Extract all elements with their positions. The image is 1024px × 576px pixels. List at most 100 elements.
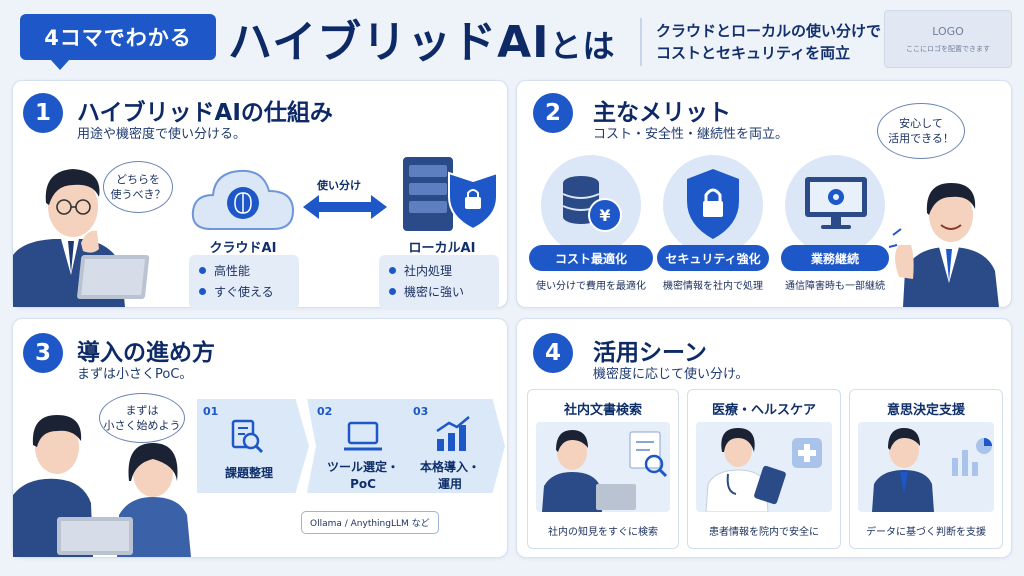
cloud-feature-item: すぐ使える (199, 282, 289, 303)
step-2-label: ツール選定・ PoC (313, 459, 413, 493)
local-feature-2: 機密に強い (404, 285, 465, 299)
panel-3-bubble-line2: 小さく始めよう (103, 419, 181, 432)
panel-1-speech-bubble: どちらを使うべき？ (103, 161, 173, 213)
panel-3: 3 導入の進め方 まずは小さくPoC。 まずは小さく始めよう 01 課題整理 0… (12, 318, 508, 558)
panel-1-bubble-line1: どちらを (116, 173, 160, 186)
scene-3-title: 意思決定支援 (886, 403, 965, 418)
bar-chart-icon (436, 416, 470, 451)
doctor-illustration (705, 428, 822, 512)
panel-1: 1 ハイブリッドAIの仕組み 用途や機密度で使い分ける。 どちらを使うべき？ ク… (12, 80, 508, 309)
page-title: ハイブリッドAIとは (228, 6, 616, 70)
step-2-arrow (307, 399, 419, 493)
merit-continuity-caption: 通信障害時も一部継続 (785, 281, 885, 292)
cloud-feature-list: 高性能 すぐ使える (189, 255, 299, 309)
panel-1-subtitle: 用途や機密度で使い分ける。 (77, 127, 247, 142)
logo-note: ここにロゴを配置できます (906, 45, 990, 53)
step-2-number: 02 (317, 405, 333, 418)
local-feature-1: 社内処理 (404, 264, 453, 278)
arrow-label: 使い分け (317, 179, 361, 192)
coins-yen-icon: ¥ (562, 176, 622, 232)
scene-1-caption: 社内の知見をすぐに検索 (548, 527, 658, 538)
tools-note: Ollama / AnythingLLM など (301, 511, 439, 534)
header-subtitle-line1: クラウドとローカルの使い分けで (656, 22, 882, 40)
step-2-label-line2: PoC (350, 477, 376, 491)
panel-4: 4 活用シーン 機密度に応じて使い分け。 社内文書検索 社内の知見をすぐに検索 … (516, 318, 1012, 558)
scene-3-caption: データに基づく判断を支援 (866, 527, 986, 538)
merit-cost-caption: 使い分けで費用を最適化 (536, 281, 646, 292)
panel-1-number: 1 (23, 93, 63, 133)
scene-card-healthcare: 医療・ヘルスケア 患者情報を院内で安全に (687, 389, 841, 549)
confident-businessman-illustration (889, 183, 999, 307)
panel-3-number: 3 (23, 333, 63, 373)
panel-2-speech-bubble: 安心して活用できる！ (877, 103, 965, 159)
logo-text: LOGO (932, 25, 964, 38)
bullet-dot (199, 288, 206, 295)
panel-1-title: ハイブリッドAIの仕組み (77, 100, 333, 126)
page-title-suffix: とは (549, 27, 616, 65)
svg-text:¥: ¥ (599, 206, 610, 225)
panel-2-subtitle: コスト・安全性・継続性を両立。 (593, 127, 789, 142)
scene-2-caption: 患者情報を院内で安全に (709, 527, 819, 538)
header-badge-text: 4コマでわかる (44, 26, 192, 50)
header-subtitle-line2: コストとセキュリティを両立 (656, 44, 851, 62)
panel-2-bubble-line1: 安心して (899, 117, 943, 130)
panel-2: 2 主なメリット コスト・安全性・継続性を両立。 安心して活用できる！ ¥ コス… (516, 80, 1012, 308)
header-subtitle: クラウドとローカルの使い分けで コストとセキュリティを両立 (656, 20, 881, 64)
merit-continuity-label: 業務継続 (781, 245, 889, 271)
step-1-number: 01 (203, 405, 219, 418)
scene-2-art (696, 422, 832, 512)
scene-1-art (536, 422, 670, 512)
bullet-dot (389, 267, 396, 274)
panel-2-title: 主なメリット (593, 100, 731, 126)
cloud-feature-item: 高性能 (199, 261, 289, 282)
team-working-illustration (13, 415, 191, 557)
scene-card-document-search: 社内文書検索 社内の知見をすぐに検索 (527, 389, 679, 549)
shield-lock-icon (687, 169, 739, 239)
panel-2-number: 2 (533, 93, 573, 133)
laptop-icon (344, 421, 382, 451)
document-search-icon (231, 419, 264, 454)
analyst-illustration (872, 428, 992, 512)
scene-3-art (858, 422, 994, 512)
panel-4-title: 活用シーン (593, 340, 707, 366)
logo-placeholder: LOGO ここにロゴを配置できます (884, 10, 1012, 68)
thinking-businessman-illustration (13, 169, 150, 307)
merit-security-label: セキュリティ強化 (657, 245, 769, 271)
office-worker-illustration (542, 430, 668, 512)
local-feature-item: 機密に強い (389, 282, 489, 303)
panel-3-bubble-line1: まずは (125, 404, 159, 417)
header-divider (640, 18, 642, 66)
scene-card-decision-support: 意思決定支援 データに基づく判断を支援 (849, 389, 1003, 549)
cloud-ai-icon (191, 169, 295, 230)
local-server-icon (403, 157, 498, 231)
step-3-label: 本格導入・ 運用 (407, 459, 493, 493)
bullet-dot (389, 288, 396, 295)
step-3-number: 03 (413, 405, 429, 418)
page-title-main: ハイブリッドAI (228, 17, 550, 68)
merit-cost-label: コスト最適化 (529, 245, 653, 271)
bullet-dot (199, 267, 206, 274)
step-2-label-line1: ツール選定・ (326, 460, 399, 474)
panel-4-subtitle: 機密度に応じて使い分け。 (593, 367, 749, 382)
cloud-ai-label: クラウドAI (209, 241, 277, 256)
scene-2-title: 医療・ヘルスケア (711, 403, 816, 418)
local-feature-item: 社内処理 (389, 261, 489, 282)
step-3-label-line1: 本格導入・ (419, 460, 480, 474)
scene-1-title: 社内文書検索 (563, 403, 642, 418)
local-feature-list: 社内処理 機密に強い (379, 255, 499, 309)
panel-1-bubble-line2: 使うべき？ (110, 188, 166, 201)
step-1-label: 課題整理 (224, 466, 273, 480)
merit-security-caption: 機密情報を社内で処理 (663, 281, 763, 292)
panel-2-bubble-line2: 活用できる！ (888, 132, 954, 145)
panel-4-number: 4 (533, 333, 573, 373)
double-arrow-icon (303, 195, 387, 219)
header-badge: 4コマでわかる (20, 14, 216, 70)
local-ai-label: ローカルAI (408, 241, 476, 256)
panel-3-speech-bubble: まずは小さく始めよう (99, 393, 185, 443)
monitor-gear-icon (805, 177, 867, 229)
cloud-feature-1: 高性能 (214, 264, 251, 278)
panel-3-subtitle: まずは小さくPoC。 (77, 367, 193, 382)
cloud-feature-2: すぐ使える (214, 285, 274, 299)
panel-3-title: 導入の進め方 (77, 340, 215, 366)
step-3-label-line2: 運用 (437, 477, 462, 491)
